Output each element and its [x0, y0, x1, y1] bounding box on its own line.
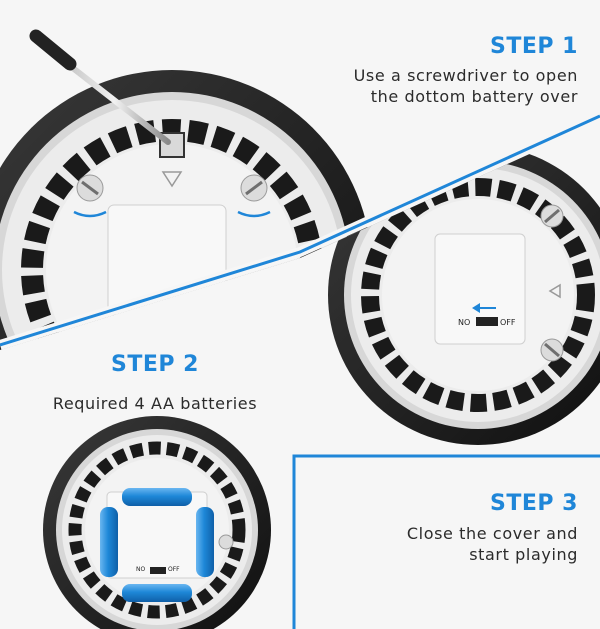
arrow-down-icon [161, 171, 183, 188]
step3-line1: Close the cover and [406, 524, 578, 543]
screwdriver-icon [29, 29, 171, 145]
rotate-arrow-icon [237, 210, 271, 218]
power-switch-icon [150, 567, 166, 574]
cover-screw-slot [159, 132, 185, 158]
battery-icon [100, 507, 118, 577]
step3-illustration [328, 145, 600, 445]
vent-slots [68, 441, 246, 619]
power-switch-icon [476, 317, 498, 326]
battery-cover [107, 204, 227, 316]
step2-title: STEP 2 [111, 352, 199, 377]
screw-icon [76, 174, 104, 202]
screw-icon [240, 174, 268, 202]
step3-title: STEP 3 [490, 491, 578, 516]
battery-icon [122, 584, 192, 602]
arrow-left-icon [472, 303, 480, 313]
switch-off-label: OFF [168, 566, 180, 573]
step3-line2: start playing [469, 545, 578, 564]
battery-icon [122, 488, 192, 506]
step2-illustration [43, 416, 271, 629]
battery-cover [434, 233, 526, 345]
rotate-arrow-icon [73, 210, 107, 218]
switch-on-label: NO [136, 566, 146, 573]
arrow-left-icon [548, 283, 561, 299]
switch-on-label: NO [458, 318, 471, 327]
switch-off-label: OFF [500, 318, 516, 327]
panel-dividers [0, 111, 600, 629]
screw-icon [540, 338, 564, 362]
step1-line2: the dottom battery over [370, 87, 578, 106]
vent-slots [361, 178, 595, 412]
step1-line1: Use a screwdriver to open [353, 66, 578, 85]
battery-icon [196, 507, 214, 577]
screw-icon [540, 204, 564, 228]
step1-title: STEP 1 [490, 34, 578, 59]
screw-icon [218, 534, 234, 550]
step2-line1: Required 4 AA batteries [52, 394, 258, 413]
